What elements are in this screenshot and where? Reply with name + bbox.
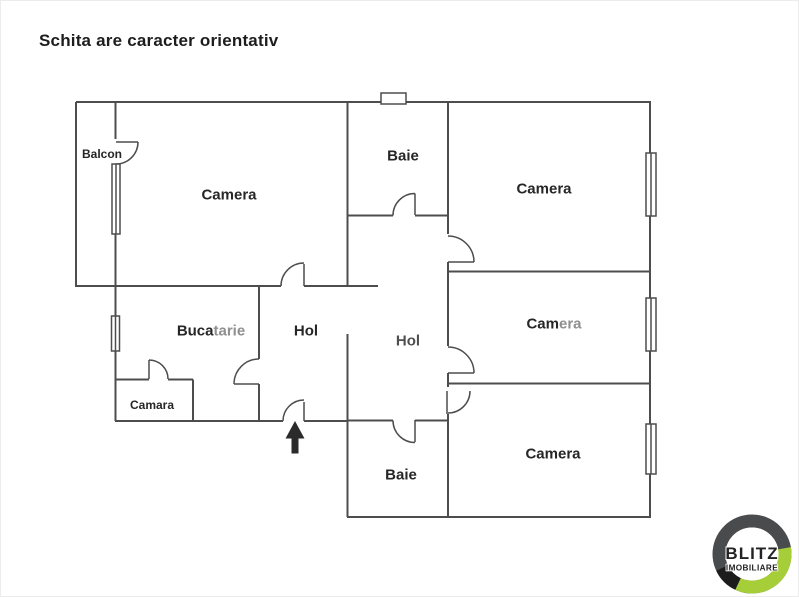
- agency-logo: BLITZ IMOBILIARE: [712, 514, 792, 594]
- room-label-camera-middle-light: era: [558, 315, 582, 333]
- door-camera-top-right: [447, 235, 475, 263]
- door-bucatarie: [233, 358, 260, 385]
- room-label-camera-top-left: Camera: [201, 186, 257, 204]
- room-label-camera-bottom-right: Camera: [525, 445, 581, 463]
- room-label-hol-left: Hol: [293, 322, 319, 340]
- room-label-bucatarie-light: tarie: [213, 322, 246, 340]
- room-label-balcon: Balcon: [81, 147, 123, 161]
- room-label-hol-center: Hol: [395, 332, 421, 350]
- room-label-baie-bottom: Baie: [385, 466, 417, 484]
- logo-ring-green-segment: [735, 547, 792, 594]
- door-camera-middle: [447, 346, 475, 374]
- vent-baie-top: [380, 92, 407, 105]
- room-label-camera-top-right: Camera: [516, 180, 572, 198]
- door-camera-bottom: [446, 390, 471, 414]
- wall-camara: [115, 378, 194, 421]
- door-entrance: [282, 399, 305, 422]
- door-baie-top: [392, 192, 416, 216]
- room-label-bucatarie-dark: Buca: [176, 322, 214, 340]
- door-baie-bottom: [392, 420, 416, 444]
- room-label-baie-top: Baie: [387, 147, 419, 165]
- room-label-camera-middle-right: Camera: [526, 316, 581, 333]
- room-label-camera-middle-dark: Cam: [526, 315, 559, 333]
- door-camara: [148, 359, 169, 380]
- disclaimer-title: Schita are caracter orientativ: [39, 31, 279, 50]
- walls: [75, 101, 651, 518]
- entrance-arrow: [285, 421, 305, 454]
- door-camera-top-left: [280, 262, 305, 287]
- windows: [110, 92, 657, 475]
- logo-brand-text: BLITZ: [725, 544, 778, 563]
- room-label-camara: Camara: [129, 398, 175, 412]
- logo-ring-black-segment: [716, 564, 742, 590]
- room-label-bucatarie: Bucatarie: [177, 323, 245, 340]
- doors: [115, 141, 475, 444]
- logo-subtitle-text: IMOBILIARE: [726, 564, 778, 573]
- logo-inner-disc: [725, 527, 779, 581]
